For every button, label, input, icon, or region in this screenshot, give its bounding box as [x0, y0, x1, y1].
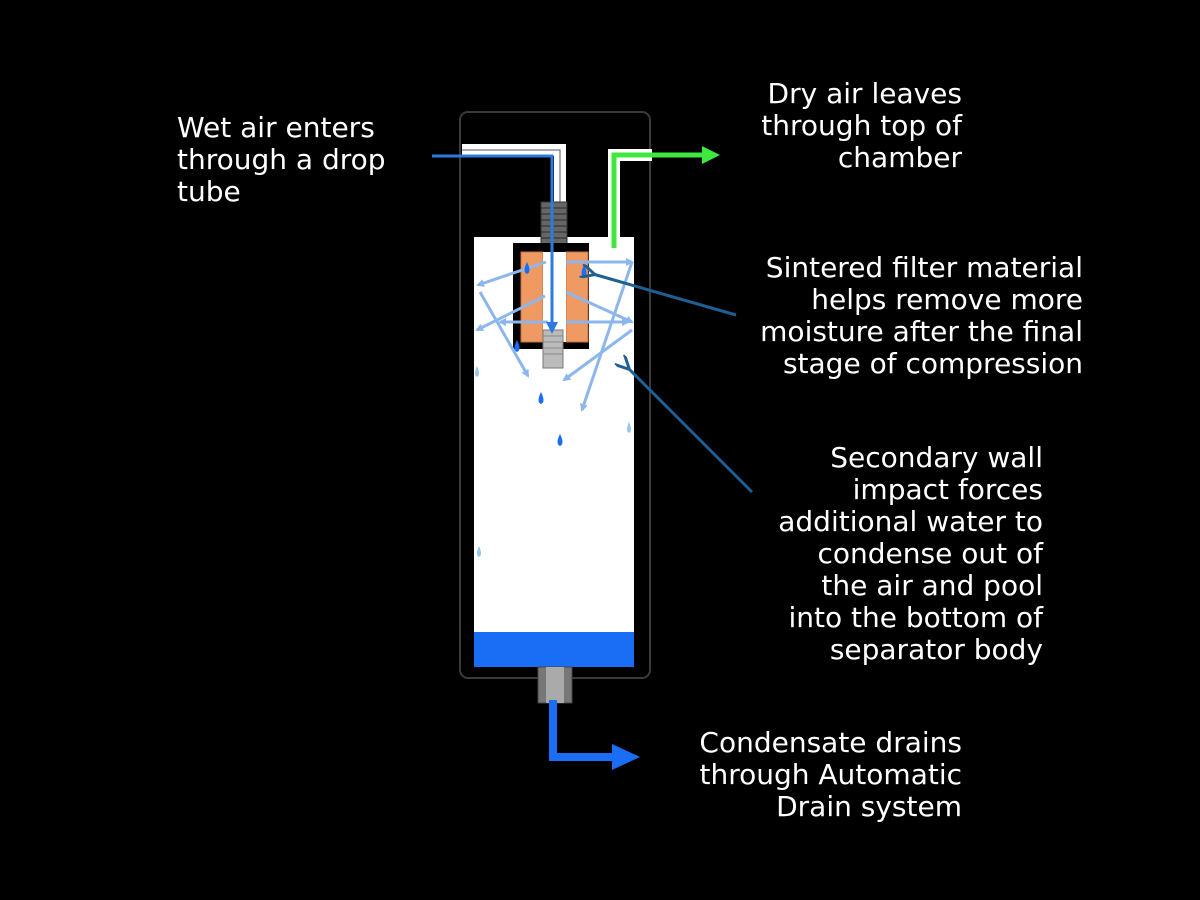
- wet-air-label: Wet air enters through a drop tube: [177, 111, 386, 208]
- dry-air-arrow: [611, 152, 705, 248]
- condensate-label: Condensate drains through Automatic Drai…: [699, 726, 962, 823]
- secondary-wall-label: Secondary wall impact forces additional …: [778, 441, 1043, 666]
- air-flow-arrows: [475, 258, 634, 412]
- drain-fitting: [537, 666, 573, 704]
- wet-air-arrowhead: [546, 322, 558, 334]
- pooled-condensate: [474, 632, 634, 667]
- condensate-arrow: [549, 700, 618, 761]
- secondary-wall-pointer: [628, 368, 754, 494]
- sintered-pointer: [593, 274, 737, 317]
- dry-air-arrowhead: [702, 146, 720, 164]
- condensate-arrowhead: [612, 744, 640, 770]
- drop-tube: [462, 144, 568, 247]
- sintered-filter-label: Sintered filter material helps remove mo…: [760, 251, 1083, 380]
- wet-air-arrow: [432, 154, 554, 328]
- dry-air-label: Dry air leaves through top of chamber: [761, 77, 962, 174]
